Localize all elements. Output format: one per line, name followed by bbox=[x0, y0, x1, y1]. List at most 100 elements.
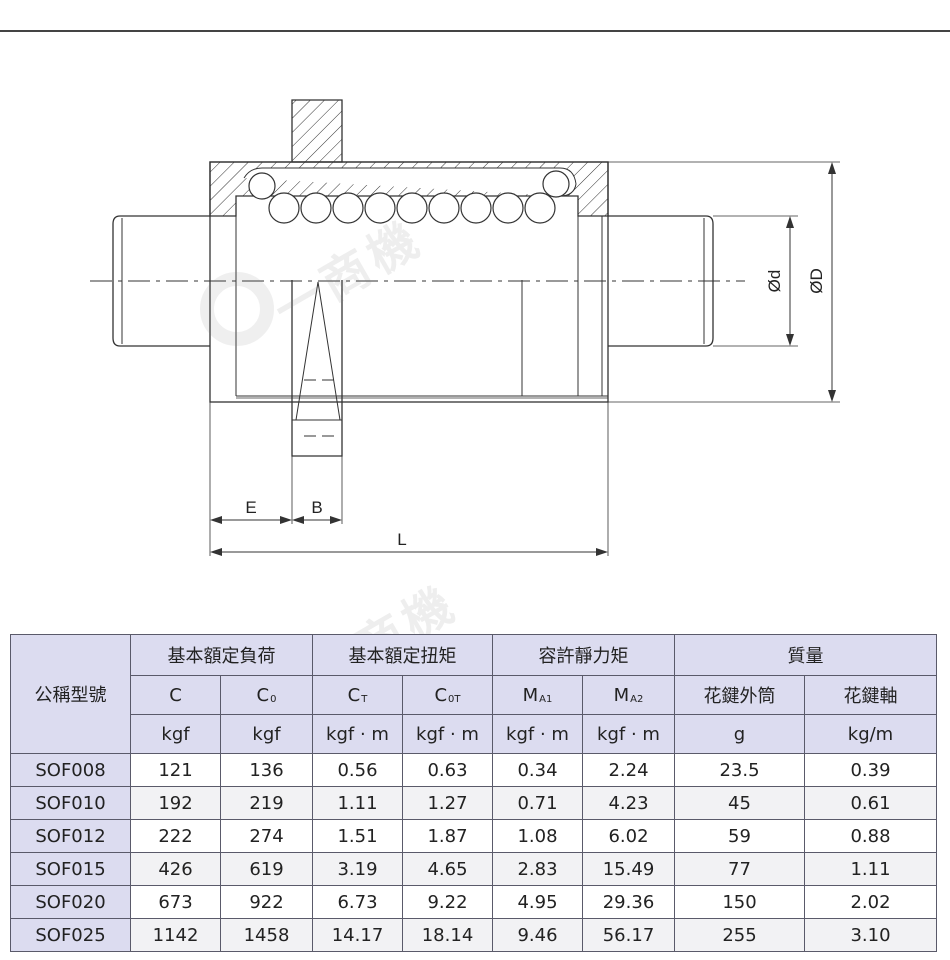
model-header: 公稱型號 bbox=[10, 634, 131, 754]
value-cell: 1.87 bbox=[402, 819, 493, 853]
group-header: 質量 bbox=[674, 634, 937, 676]
unit-header: kgf bbox=[220, 714, 313, 754]
value-cell: 0.88 bbox=[804, 819, 937, 853]
value-cell: 2.24 bbox=[582, 753, 675, 787]
unit-header: kgf · m bbox=[312, 714, 403, 754]
value-cell: 255 bbox=[674, 918, 805, 952]
value-cell: 45 bbox=[674, 786, 805, 820]
value-cell: 922 bbox=[220, 885, 313, 919]
symbol-header: MA1 bbox=[492, 675, 583, 715]
model-cell: SOF012 bbox=[10, 819, 131, 853]
ball bbox=[428, 192, 460, 224]
model-cell: SOF008 bbox=[10, 753, 131, 787]
top-rule bbox=[0, 30, 950, 32]
value-cell: 56.17 bbox=[582, 918, 675, 952]
value-cell: 6.02 bbox=[582, 819, 675, 853]
value-cell: 1.08 bbox=[492, 819, 583, 853]
dimension-L-label: L bbox=[397, 530, 406, 549]
symbol-header: C0T bbox=[402, 675, 493, 715]
value-cell: 1142 bbox=[130, 918, 221, 952]
value-cell: 0.56 bbox=[312, 753, 403, 787]
value-cell: 619 bbox=[220, 852, 313, 886]
dimension-B bbox=[292, 516, 342, 524]
extension-lines bbox=[209, 402, 609, 556]
value-cell: 136 bbox=[220, 753, 313, 787]
dimension-d-label: Ød bbox=[765, 270, 784, 293]
ball bbox=[492, 192, 524, 224]
value-cell: 0.34 bbox=[492, 753, 583, 787]
value-cell: 1.11 bbox=[804, 852, 937, 886]
dimension-E-label: E bbox=[245, 498, 256, 517]
dimension-L bbox=[210, 548, 608, 556]
value-cell: 121 bbox=[130, 753, 221, 787]
symbol-main: C bbox=[347, 684, 361, 706]
symbol-main: M bbox=[613, 684, 630, 706]
symbol-sub: T bbox=[361, 693, 368, 705]
ball bbox=[268, 192, 300, 224]
dimension-B-label: B bbox=[311, 498, 322, 517]
flange-section bbox=[209, 99, 609, 217]
dimension-d bbox=[713, 215, 798, 347]
value-cell: 9.46 bbox=[492, 918, 583, 952]
value-cell: 219 bbox=[220, 786, 313, 820]
value-cell: 274 bbox=[220, 819, 313, 853]
group-header: 基本額定扭矩 bbox=[312, 634, 493, 676]
value-cell: 0.39 bbox=[804, 753, 937, 787]
ball bbox=[248, 172, 276, 200]
value-cell: 2.02 bbox=[804, 885, 937, 919]
value-cell: 18.14 bbox=[402, 918, 493, 952]
symbol-header: 花鍵軸 bbox=[804, 675, 937, 715]
ball bbox=[396, 192, 428, 224]
symbol-sub: 0T bbox=[448, 693, 461, 705]
value-cell: 9.22 bbox=[402, 885, 493, 919]
unit-header: kg/m bbox=[804, 714, 937, 754]
ball bbox=[332, 192, 364, 224]
value-cell: 15.49 bbox=[582, 852, 675, 886]
value-cell: 59 bbox=[674, 819, 805, 853]
value-cell: 673 bbox=[130, 885, 221, 919]
watermark-gear-icon bbox=[200, 272, 274, 346]
value-cell: 1.11 bbox=[312, 786, 403, 820]
value-cell: 0.71 bbox=[492, 786, 583, 820]
group-header: 容許靜力矩 bbox=[492, 634, 675, 676]
model-cell: SOF020 bbox=[10, 885, 131, 919]
symbol-header: C0 bbox=[220, 675, 313, 715]
unit-header: kgf · m bbox=[492, 714, 583, 754]
symbol-header: MA2 bbox=[582, 675, 675, 715]
model-cell: SOF010 bbox=[10, 786, 131, 820]
symbol-main: M bbox=[522, 684, 539, 706]
value-cell: 4.23 bbox=[582, 786, 675, 820]
symbol-sub: A2 bbox=[630, 693, 644, 705]
value-cell: 1.51 bbox=[312, 819, 403, 853]
value-cell: 3.19 bbox=[312, 852, 403, 886]
symbol-header: C bbox=[130, 675, 221, 715]
symbol-sub: A1 bbox=[539, 693, 553, 705]
value-cell: 3.10 bbox=[804, 918, 937, 952]
ball bbox=[460, 192, 492, 224]
model-cell: SOF025 bbox=[10, 918, 131, 952]
key-section bbox=[291, 280, 343, 457]
dimension-D-label: ØD bbox=[807, 268, 826, 294]
symbol-header: CT bbox=[312, 675, 403, 715]
value-cell: 4.95 bbox=[492, 885, 583, 919]
dimension-E bbox=[210, 516, 292, 524]
value-cell: 23.5 bbox=[674, 753, 805, 787]
symbol-main: 花鍵軸 bbox=[843, 686, 898, 707]
ball bbox=[300, 192, 332, 224]
group-header: 基本額定負荷 bbox=[130, 634, 313, 676]
symbol-main: C bbox=[169, 684, 182, 706]
unit-header: kgf bbox=[130, 714, 221, 754]
value-cell: 4.65 bbox=[402, 852, 493, 886]
value-cell: 192 bbox=[130, 786, 221, 820]
value-cell: 0.63 bbox=[402, 753, 493, 787]
model-cell: SOF015 bbox=[10, 852, 131, 886]
unit-header: kgf · m bbox=[402, 714, 493, 754]
ball bbox=[524, 192, 556, 224]
value-cell: 29.36 bbox=[582, 885, 675, 919]
value-cell: 222 bbox=[130, 819, 221, 853]
